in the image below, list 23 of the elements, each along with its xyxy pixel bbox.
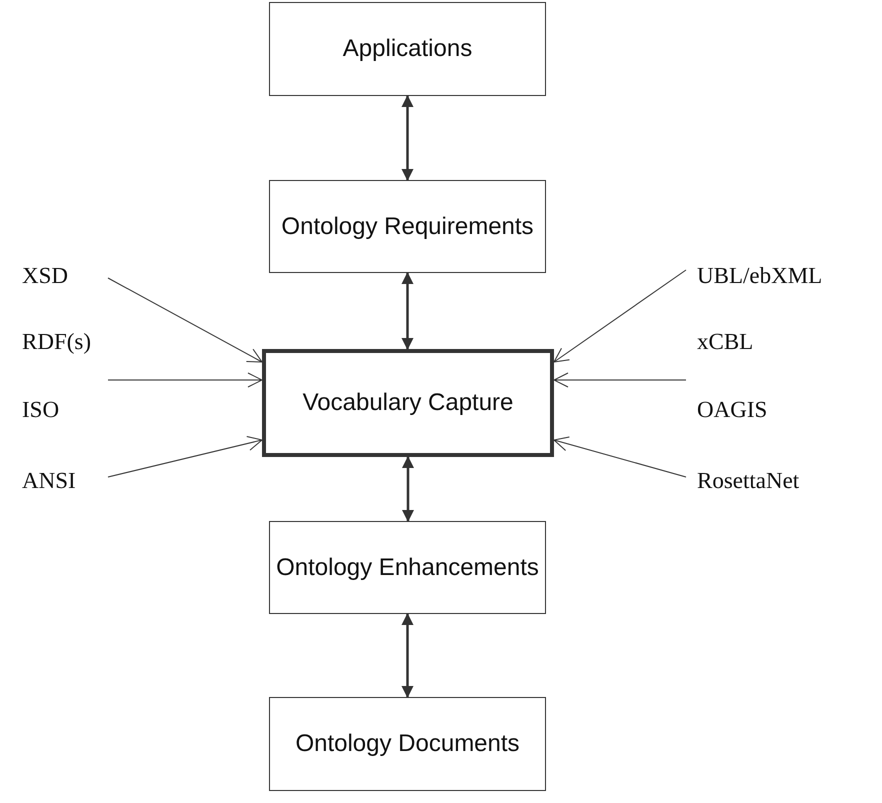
process-box: Ontology Requirements bbox=[269, 180, 546, 273]
arrow bbox=[108, 436, 262, 478]
source-label: RosettaNet bbox=[697, 469, 800, 492]
arrow bbox=[108, 372, 262, 388]
source-label: ISO bbox=[22, 398, 60, 421]
source-label: RDF(s) bbox=[22, 330, 92, 353]
arrow bbox=[402, 95, 414, 181]
source-label: ANSI bbox=[22, 469, 76, 492]
arrow bbox=[402, 613, 414, 698]
arrow bbox=[402, 456, 414, 522]
source-label: OAGIS bbox=[697, 398, 768, 421]
arrow bbox=[554, 436, 686, 478]
arrow bbox=[108, 278, 262, 362]
arrow bbox=[554, 270, 686, 362]
process-box: Ontology Documents bbox=[269, 697, 546, 791]
arrow bbox=[554, 372, 686, 388]
process-box: Ontology Enhancements bbox=[269, 521, 546, 614]
source-label: UBL/ebXML bbox=[697, 264, 822, 287]
source-label: xCBL bbox=[697, 330, 754, 353]
source-label: XSD bbox=[22, 264, 68, 287]
process-box: Vocabulary Capture bbox=[262, 349, 554, 457]
arrow bbox=[402, 272, 414, 350]
process-box: Applications bbox=[269, 2, 546, 96]
